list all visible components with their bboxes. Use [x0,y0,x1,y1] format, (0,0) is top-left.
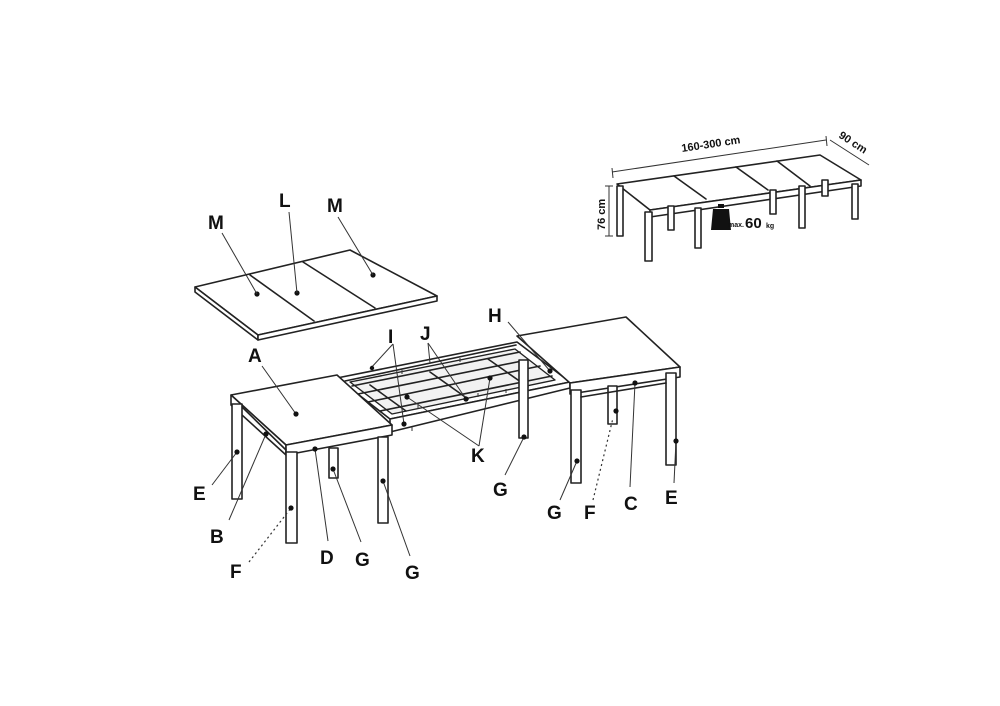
label-k: K [471,446,485,467]
label-m-left: M [208,213,224,234]
label-g-left2: G [405,563,420,584]
max-load-value: 60 [745,215,762,232]
label-f-right: F [584,503,596,524]
label-g-left1: G [355,550,370,571]
label-a: A [248,346,262,367]
label-i: I [388,327,393,348]
label-g-mid: G [493,480,508,501]
weight-icon [711,204,731,230]
dimension-depth: 90 cm [836,129,869,156]
label-l: L [279,191,291,212]
label-e-left: E [193,484,206,505]
dimension-length: 160-300 cm [681,134,742,155]
max-load-unit: kg [766,223,774,230]
extension-leaves [194,211,438,341]
label-m-right: M [327,196,343,217]
label-b: B [210,527,224,548]
leader-lines [211,321,679,563]
part-labels: M L M A I J H E B K G D G F G G F C E [193,191,678,584]
dimension-inset: 160-300 cm 90 cm 76 cm max. 60 kg [596,129,870,262]
main-table [230,316,681,544]
label-h: H [488,306,502,327]
label-j: J [420,324,431,345]
label-e-right: E [665,488,678,509]
max-load-prefix: max. [728,222,744,229]
dimension-height: 76 cm [596,199,608,230]
label-f-left: F [230,562,242,583]
label-g-right: G [547,503,562,524]
label-c: C [624,494,638,515]
label-d: D [320,548,334,569]
